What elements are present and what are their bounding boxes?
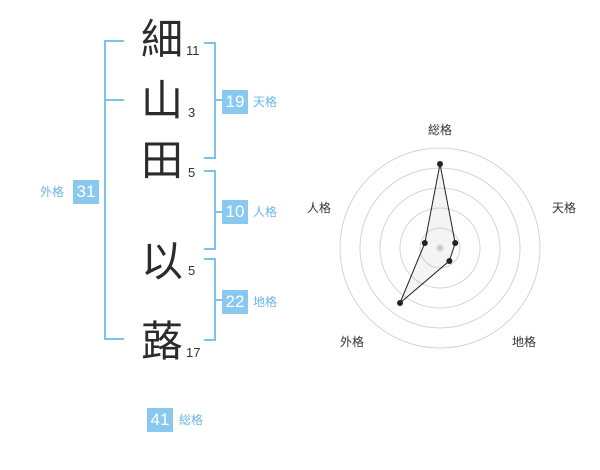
radar-point-5 (421, 240, 428, 247)
radar-ring (339, 147, 541, 349)
stroke-count-2: 3 (188, 105, 196, 120)
name-char-3: 田 (140, 136, 183, 185)
name-char-1: 細 (140, 15, 183, 64)
jinkaku-bracket-tick (214, 211, 222, 213)
stroke-count-3: 5 (188, 165, 196, 180)
radar-series-area (399, 163, 456, 304)
jinkaku-score: 10 (222, 200, 248, 224)
radar-axis-label-soukaku: 総格 (428, 122, 452, 137)
chikaku-label: 地格 (253, 295, 278, 309)
jinkaku-label: 人格 (253, 205, 278, 219)
name-char-4: 以 (140, 237, 183, 286)
radar-axis-label-chikaku: 地格 (512, 334, 536, 349)
radar-point-3 (446, 257, 453, 264)
radar-ring (399, 207, 481, 289)
gaikaku-bracket-tick (104, 99, 124, 101)
stroke-count-5: 17 (186, 345, 201, 360)
radar-center-dot (436, 244, 444, 252)
chikaku-score: 22 (222, 290, 248, 314)
radar-axis-label-gaikaku: 外格 (340, 334, 364, 349)
radar-points (397, 161, 459, 307)
soukaku-score: 41 (147, 408, 173, 432)
soukaku-label: 総格 (179, 413, 204, 427)
gaikaku-bracket (104, 40, 124, 340)
radar-axis-label-tenkaku: 天格 (552, 200, 576, 215)
chikaku-bracket-tick (214, 299, 222, 301)
gaikaku-label: 外格 (40, 185, 65, 199)
radar-point-4 (397, 300, 404, 307)
tenkaku-bracket-tick (214, 99, 222, 101)
stroke-count-4: 5 (188, 263, 196, 278)
radar-point-1 (437, 161, 443, 167)
radar-ring (359, 167, 521, 329)
name-char-2: 山 (140, 76, 183, 125)
radar-ring (419, 227, 461, 269)
radar-axis-label-jinkaku: 人格 (307, 200, 331, 215)
jinkaku-bracket (204, 170, 216, 250)
radar-rings (339, 147, 541, 349)
radar-point-2 (452, 240, 459, 247)
gaikaku-score: 31 (73, 180, 99, 204)
radar-ring (379, 187, 501, 309)
tenkaku-label: 天格 (253, 95, 278, 109)
stroke-count-1: 11 (186, 43, 200, 58)
name-char-5: 蕗 (140, 317, 183, 366)
tenkaku-score: 19 (222, 90, 248, 114)
